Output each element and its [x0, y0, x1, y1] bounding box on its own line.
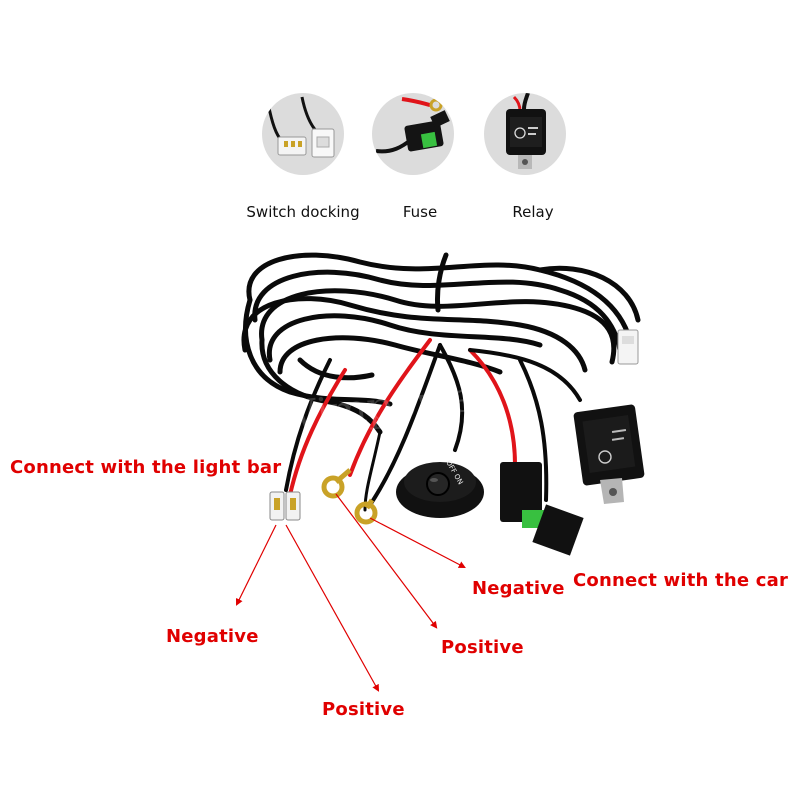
- arrow-light-bar-negative: [236, 524, 277, 606]
- ring-terminal-positive: [321, 468, 352, 499]
- callout-light-bar-negative: Negative: [166, 626, 259, 647]
- rocker-switch: [396, 462, 484, 518]
- relay-thumbnail: [484, 93, 566, 175]
- switch-docking-connector: [617, 329, 639, 365]
- light-bar-connector: [269, 491, 301, 521]
- switch-docking-thumbnail: [262, 93, 344, 175]
- arrow-light-bar-positive: [285, 524, 380, 692]
- fuse-label: Fuse: [402, 203, 438, 221]
- fuse-icon: [375, 97, 450, 154]
- callout-car: Connect with the car: [573, 570, 789, 591]
- watermark-text: Wimpower: [274, 372, 496, 441]
- callout-car-negative: Negative: [472, 578, 565, 599]
- connector-icon: [266, 96, 335, 158]
- switch-docking-label: Switch docking: [246, 203, 360, 221]
- fuse-holder: [500, 462, 584, 556]
- callout-light-bar-positive: Positive: [322, 699, 405, 720]
- callout-light-bar: Connect with the light bar: [10, 457, 282, 478]
- wire-leads: [284, 338, 582, 512]
- relay: [573, 404, 645, 504]
- fuse-thumbnail: [372, 93, 454, 175]
- arrow-car-positive: [335, 493, 438, 629]
- callout-lines: [236, 493, 466, 692]
- callout-car-positive: Positive: [441, 637, 524, 658]
- relay-label: Relay: [512, 203, 554, 221]
- arrow-car-negative: [369, 517, 466, 568]
- ring-terminal-negative: [354, 498, 378, 525]
- relay-icon: [506, 93, 546, 169]
- wire-bundle: [241, 252, 641, 435]
